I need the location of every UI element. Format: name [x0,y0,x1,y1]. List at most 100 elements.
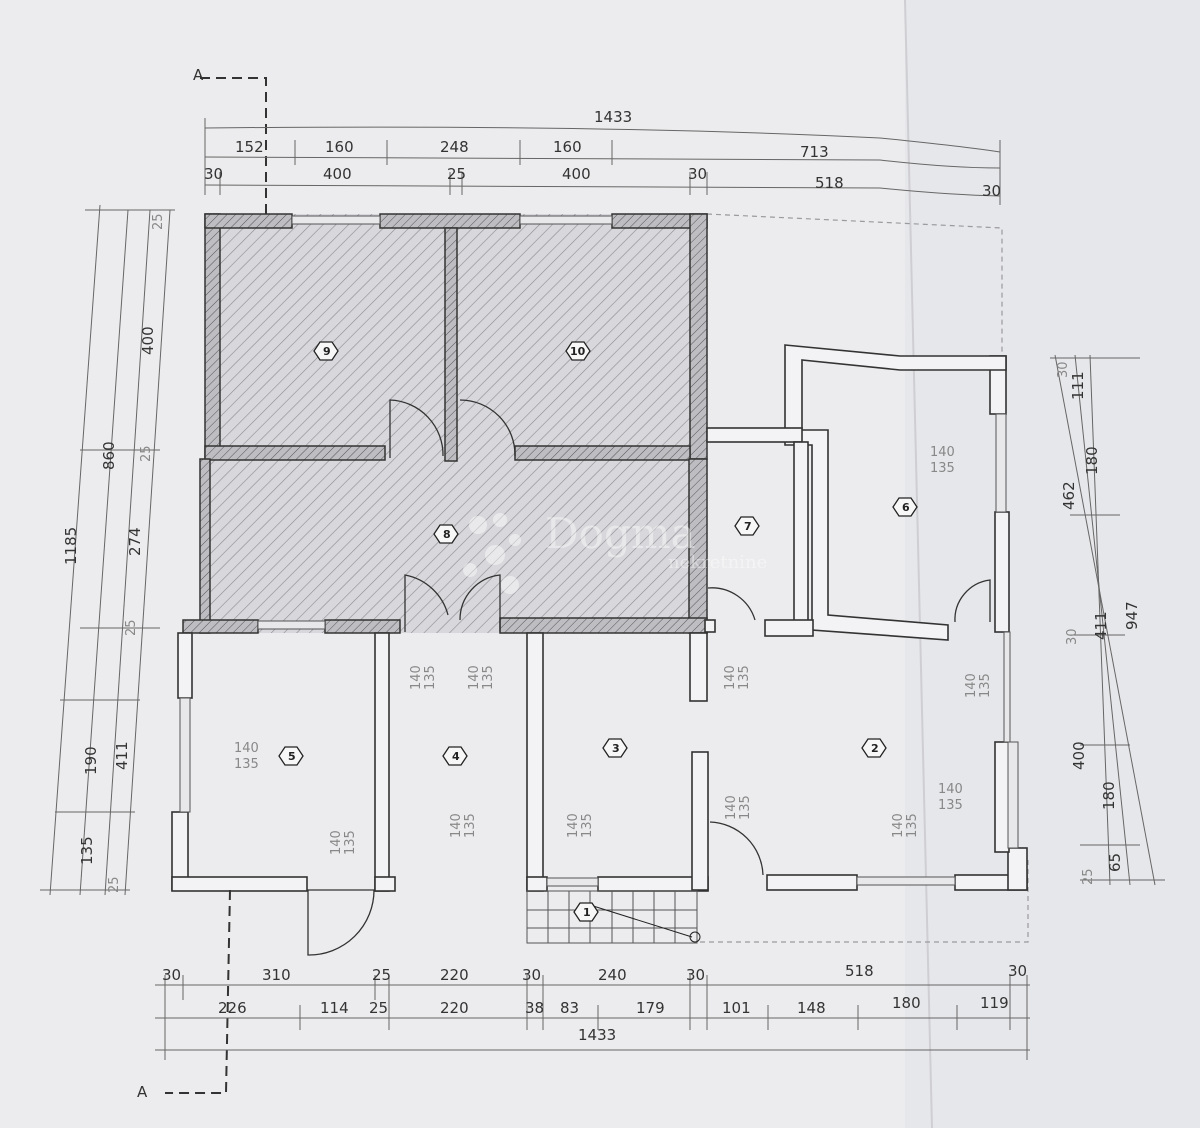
opening-v3-top: 140 [723,665,738,690]
opening-v5-bot: 135 [343,830,358,855]
dim-left-c2-2: 135 [78,836,96,865]
dim-bot-r1-4: 30 [522,966,541,984]
dim-top-r2-1: 400 [323,165,352,183]
opening-v7-top: 140 [566,813,581,838]
room-marker-hex [573,902,599,922]
dim-top-r2-5: 518 [815,174,844,192]
opening-v4-top: 140 [964,673,979,698]
watermark-logo-dot [469,516,487,534]
opening-6-top: 140 [930,445,955,460]
dim-top-r2-0: 30 [204,165,223,183]
dim-right-c3-7: 25 [1081,868,1096,885]
dim-left-c4-3: 25 [107,876,122,893]
opening-2-bot: 135 [938,798,963,813]
dim-top-r1-1: 160 [325,138,354,156]
dashed-outline [700,213,1029,943]
opening-5-bot: 135 [234,757,259,772]
dim-bot-r2-0: 226 [218,999,247,1017]
opening-v6-bot: 135 [463,813,478,838]
dim-left-c2-1: 190 [82,746,100,775]
room-label-6: 6 [902,501,910,514]
room-label-9: 9 [323,345,331,358]
dim-bot-r1-8: 30 [1008,962,1027,980]
dim-bot-r2-8: 148 [797,999,826,1017]
opening-v6-top: 140 [449,813,464,838]
opening-v9-bot: 135 [905,813,920,838]
dim-bot-r1-2: 25 [372,966,391,984]
paper-fold-line [904,0,933,1128]
room-label-10: 10 [570,345,586,358]
watermark-logo-dot [485,545,505,565]
room-marker-hex [442,746,468,766]
watermark-sub: nekretnine [668,552,767,573]
dim-bot-r1-3: 220 [440,966,469,984]
dim-top-r1-2: 248 [440,138,469,156]
dim-bot-r2-2: 25 [369,999,388,1017]
opening-v3-bot: 135 [737,665,752,690]
plain-walls [171,344,1028,892]
room-label-3: 3 [612,742,620,755]
dim-right-c3-3: 30 [1065,628,1080,645]
dimension-lines [40,118,1165,1060]
opening-labels: 140 135 140 135 140 135 140 135 140 135 … [234,445,993,855]
opening-v8-bot: 135 [738,795,753,820]
dim-top-r1-4: 713 [800,143,829,161]
dim-left-c3-2: 411 [113,741,131,770]
section-label-bottom: A [137,1083,148,1101]
dim-right-overall: 947 [1123,601,1141,630]
watermark-logo-dot [509,534,521,546]
dim-bot-r2-3: 220 [440,999,469,1017]
dim-bot-r1-1: 310 [262,966,291,984]
room-label-2: 2 [871,742,879,755]
watermark-brand: Dogma [545,509,696,558]
dim-left-c4-1: 25 [139,445,154,462]
room-marker-hex [433,524,459,544]
dim-bot-r2-10: 119 [980,994,1009,1012]
opening-v4-bot: 135 [978,673,993,698]
room-marker-hex [602,738,628,758]
dim-bot-r2-5: 83 [560,999,579,1017]
section-label-top: A [193,66,204,84]
dim-left-c4-0: 25 [151,213,166,230]
dim-bot-r2-6: 179 [636,999,665,1017]
room-label-4: 4 [452,750,460,763]
dim-top-r2-6: 30 [982,182,1001,200]
dim-bot-r2-1: 114 [320,999,349,1017]
opening-v1-top: 140 [409,665,424,690]
dim-left-c3-1: 274 [126,527,144,556]
dim-top-overall: 1433 [594,108,632,126]
dim-right-c2-1: 400 [1070,741,1088,770]
side-windows [179,413,1019,887]
dim-top-r2-2: 25 [447,165,466,183]
dim-bot-r2-4: 38 [525,999,544,1017]
window-top-10 [519,215,613,225]
dim-left-c3-0: 400 [139,326,157,355]
room-8-fill [200,459,707,633]
dim-right-c3-1: 111 [1069,371,1087,400]
opening-v1-bot: 135 [423,665,438,690]
dim-top-r1-3: 160 [553,138,582,156]
stairs [526,890,701,944]
room-marker-hex [565,341,591,361]
dim-top-r2-4: 30 [688,165,707,183]
dim-bot-r1-0: 30 [162,966,181,984]
opening-5-top: 140 [234,741,259,756]
opening-v8-top: 140 [724,795,739,820]
opening-v7-bot: 135 [580,813,595,838]
room-label-5: 5 [288,750,296,763]
dim-bot-r2-7: 101 [722,999,751,1017]
opening-v5-top: 140 [329,830,344,855]
room-markers [278,341,918,922]
room-label-1: 1 [583,906,591,919]
dim-left-c4-2: 25 [124,619,139,636]
watermark-logo-dot [493,513,507,527]
room-marker-hex [861,738,887,758]
dim-right-c3-5: 180 [1100,781,1118,810]
dim-bot-r2-9: 180 [892,994,921,1012]
section-line-a [165,77,267,1094]
dim-right-c3-0: 30 [1056,361,1071,378]
room-marker-hex [278,746,304,766]
dim-bot-r1-7: 518 [845,962,874,980]
opening-6-bot: 135 [930,461,955,476]
